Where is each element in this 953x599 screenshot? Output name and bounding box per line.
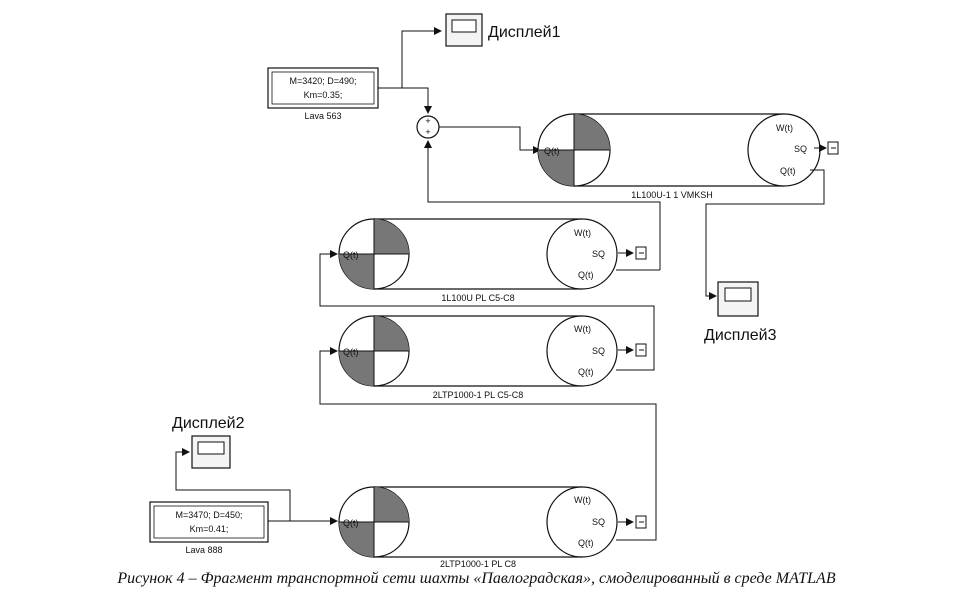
display-1-label: Дисплей1 (488, 24, 561, 41)
wire-c3-to-c2 (319, 250, 655, 371)
sum-block[interactable]: + + (416, 115, 440, 139)
wire-c1-to-display3 (705, 169, 825, 300)
svg-text:+: + (425, 127, 430, 137)
conveyor-1-terminator (814, 141, 839, 155)
conveyor-3-terminator (618, 343, 647, 357)
conveyor-1-q-port: Q(t) (780, 166, 796, 176)
conveyor-4-input-port: Q(t) (343, 518, 359, 528)
figure-caption: Рисунок 4 – Фрагмент транспортной сети ш… (117, 570, 836, 587)
conveyor-4-terminator (618, 515, 647, 529)
conveyor-4-q-port: Q(t) (578, 538, 594, 548)
wire-feedback-to-sum (424, 140, 661, 270)
source-1-km: Km=0.35; (304, 90, 343, 100)
source-2-km: Km=0.41; (190, 524, 229, 534)
display-1-block[interactable] (445, 13, 483, 47)
conveyor-3-input-port: Q(t) (343, 347, 359, 357)
conveyor-3-sq-port: SQ (592, 346, 605, 356)
conveyor-1-sq-port: SQ (794, 144, 807, 154)
conveyor-3-q-port: Q(t) (578, 367, 594, 377)
conveyor-2-sq-port: SQ (592, 249, 605, 259)
source-block-lava-563[interactable] (267, 67, 379, 109)
conveyor-4-sq-port: SQ (592, 517, 605, 527)
source-2-params: M=3470; D=450; (175, 510, 242, 520)
conveyor-1-w-port: W(t) (776, 123, 793, 133)
conveyor-3-w-port: W(t) (574, 324, 591, 334)
conveyor-4-name: 2LTP1000-1 PL C8 (440, 559, 516, 569)
display-3-label: Дисплей3 (704, 327, 777, 344)
conveyor-1[interactable] (537, 113, 821, 187)
conveyor-2-q-port: Q(t) (578, 270, 594, 280)
wire-c4-to-c3 (319, 347, 657, 541)
conveyor-1-name: 1L100U-1 1 VMKSH (631, 190, 713, 200)
conveyor-3[interactable] (338, 315, 618, 387)
source-1-name: Lava 563 (304, 111, 341, 121)
display-2-block[interactable] (191, 435, 231, 469)
wire-source1 (378, 27, 442, 114)
conveyor-2-input-port: Q(t) (343, 250, 359, 260)
conveyor-2-terminator (618, 246, 647, 260)
source-1-params: M=3420; D=490; (289, 76, 356, 86)
display-3-block[interactable] (717, 281, 759, 317)
display-2-label: Дисплей2 (172, 415, 245, 432)
conveyor-1-input-port: Q(t) (544, 146, 560, 156)
conveyor-4[interactable] (338, 486, 618, 558)
wire-source2 (175, 448, 338, 525)
conveyor-3-name: 2LTP1000-1 PL C5-C8 (433, 390, 524, 400)
conveyor-2[interactable] (338, 218, 618, 290)
conveyor-4-w-port: W(t) (574, 495, 591, 505)
svg-text:+: + (425, 116, 430, 126)
wire-sum-to-c1 (439, 126, 541, 154)
source-block-lava-888[interactable] (149, 501, 269, 543)
source-2-name: Lava 888 (185, 545, 222, 555)
conveyor-2-name: 1L100U PL C5-C8 (441, 293, 514, 303)
conveyor-2-w-port: W(t) (574, 228, 591, 238)
